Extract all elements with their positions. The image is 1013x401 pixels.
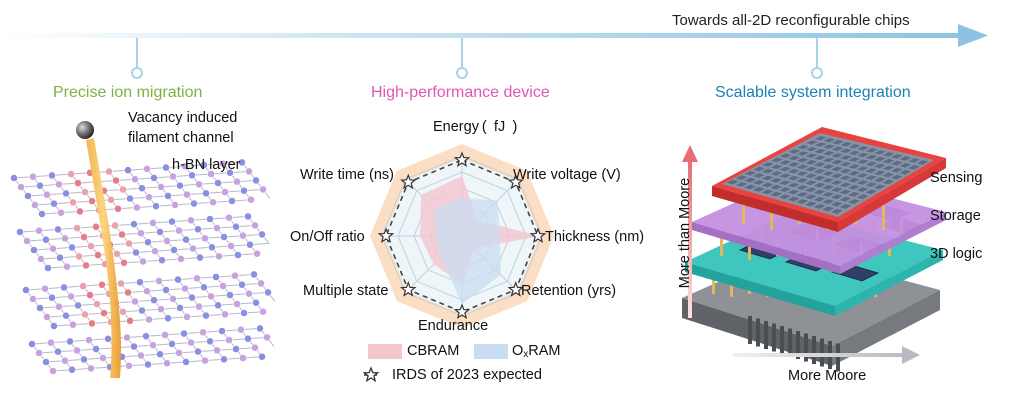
axis-label-endurance: Endurance	[418, 318, 489, 334]
legend-star-icon	[362, 366, 380, 383]
layer-label-storage: Storage	[930, 208, 981, 224]
legend-label-oxram: OxRAM	[512, 343, 561, 360]
axis-label-retention: Retention (yrs)	[521, 283, 617, 299]
timeline-arrow	[0, 24, 988, 79]
filament-label-line2: filament channel	[128, 130, 234, 146]
axis-label-write-time: Write time (ns)	[300, 167, 394, 183]
legend-swatch-oxram	[474, 344, 508, 359]
section-title-performance: High-performance device	[371, 84, 550, 101]
radar-chart	[370, 144, 554, 328]
more-than-moore-arrow	[682, 145, 698, 318]
sensor-array	[726, 136, 929, 214]
filament-label-line1: Vacancy induced	[128, 110, 238, 126]
axis-label-thickness: Thickness (nm)	[545, 229, 645, 245]
section-title-system: Scalable system integration	[715, 84, 911, 101]
axis-label-energy: Energy ( fJ )	[433, 119, 518, 135]
legend-label-irds: IRDS of 2023 expected	[392, 367, 542, 383]
layer-label-3d-logic: 3D logic	[930, 246, 983, 262]
axis-label-on-off-ratio: On/Off ratio	[290, 229, 365, 245]
axis-label-write-voltage: Write voltage (V)	[513, 167, 621, 183]
hbn-lattice	[10, 158, 276, 375]
vertical-axis-label: More than Moore	[677, 177, 693, 289]
legend-label-cbram: CBRAM	[407, 343, 460, 359]
hbn-layer-label: h-BN layer	[172, 157, 241, 173]
axis-label-multiple-state: Multiple state	[303, 283, 389, 299]
layer-label-sensing: Sensing	[930, 170, 983, 186]
horizontal-axis-label: More Moore	[788, 368, 867, 384]
timeline-label: Towards all-2D reconfigurable chips	[672, 12, 910, 29]
chip-stack	[682, 127, 946, 372]
more-moore-arrow	[733, 346, 920, 364]
filament-channel	[76, 121, 122, 378]
legend-swatch-cbram	[368, 344, 402, 359]
section-title-ion-migration: Precise ion migration	[53, 84, 203, 101]
